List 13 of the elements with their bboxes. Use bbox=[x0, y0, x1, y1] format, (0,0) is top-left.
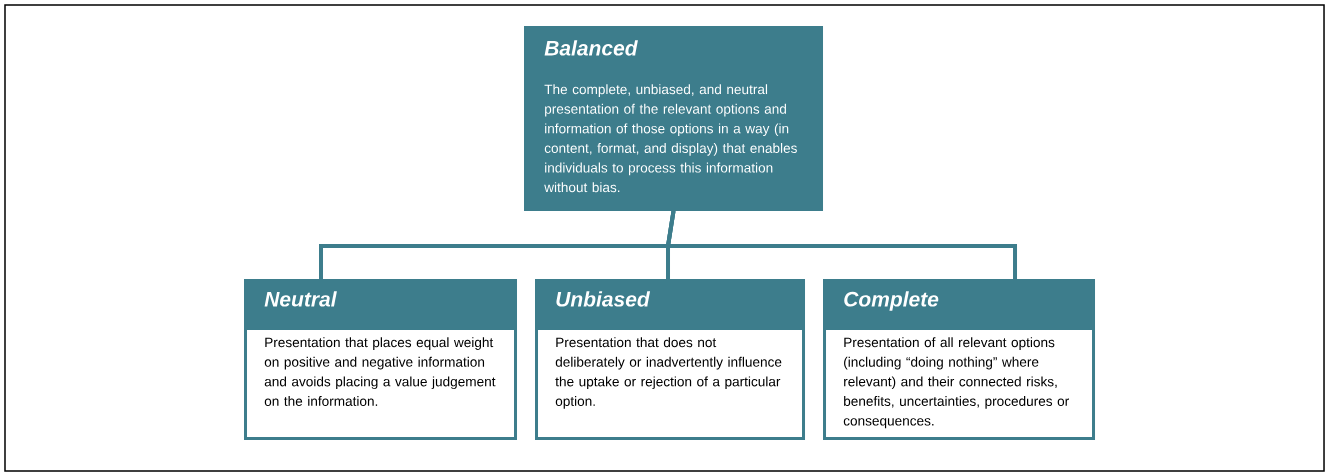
heading: Balanced bbox=[544, 40, 638, 56]
definition-box bbox=[535, 279, 805, 440]
definition-box bbox=[524, 26, 823, 211]
heading: Complete bbox=[844, 291, 939, 311]
connector-line bbox=[665, 210, 1017, 279]
description-text: The complete, unbiased, and neutral presentation of the relevant options and information of those options in a way (in content, format, and display) that enables individuals to process this information without bias. bbox=[544, 84, 797, 193]
definition-box bbox=[823, 279, 1095, 440]
description-text: Presentation that does not deliberately or inadvertently influence the uptake or rejection of a particular option. bbox=[555, 337, 782, 409]
heading: Unbiased bbox=[556, 291, 651, 307]
heading: Neutral bbox=[264, 291, 337, 307]
definition-box bbox=[244, 279, 517, 440]
description-text: Presentation that places equal weight on positive and negative information and avoids placing a value judgement on the information. bbox=[264, 337, 496, 406]
description-text: Presentation of all relevant options (including “doing nothing” where relevant) and their connected risks, benefits, uncertainties, procedures or consequences. bbox=[843, 337, 1069, 429]
